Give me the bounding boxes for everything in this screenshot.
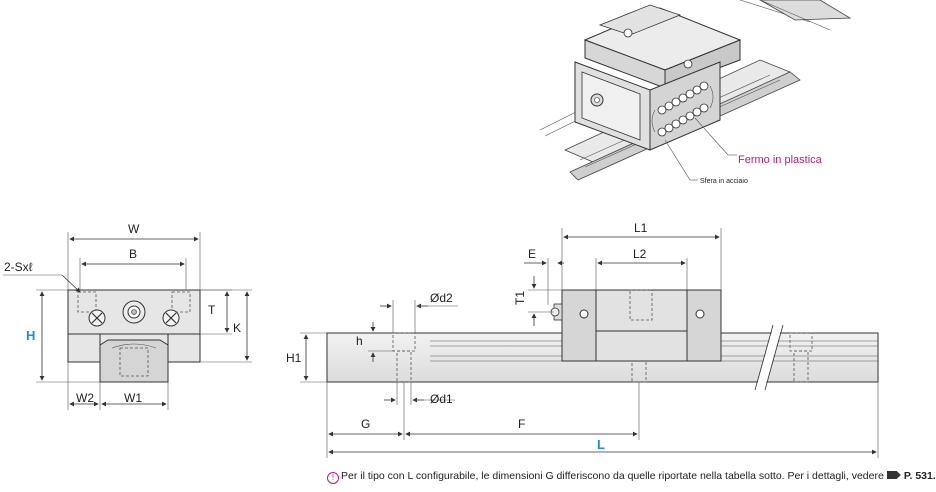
dim-L1-label: L1 (634, 221, 648, 235)
callout-leader-ball (664, 139, 691, 181)
thread-spec-label: 2-Sxℓ (4, 260, 33, 274)
end-view: W B 2-Sxℓ H T K W2 W1 (3, 222, 252, 410)
dim-H1-label: H1 (286, 351, 302, 365)
rail-break-1 (754, 324, 774, 391)
dim-d2-label: Ød2 (430, 291, 453, 305)
callout-steel-ball: Sfera in acciaio (700, 178, 748, 185)
footnote-text: Per il tipo con L configurabile, le dime… (341, 470, 884, 482)
rail-break-2 (764, 324, 784, 391)
iso-ball-rows (651, 81, 714, 137)
dim-L-label: L (597, 437, 605, 452)
end-grease-nipple (122, 300, 146, 324)
end-screw-left (88, 309, 106, 327)
dim-G-label: G (361, 417, 370, 431)
footnote-page-link[interactable]: P. 531. (903, 470, 936, 482)
dim-W-label: W (128, 222, 140, 236)
dim-T-label: T (208, 303, 216, 317)
dim-W2-label: W2 (76, 391, 94, 405)
callout-plastic-retainer: Fermo in plastica (738, 154, 823, 166)
page-reference-icon (886, 471, 901, 479)
dim-B-label: B (129, 247, 137, 261)
dim-h-label: h (356, 334, 363, 348)
dim-W1-label: W1 (124, 391, 142, 405)
callout-leader-plastic (694, 117, 729, 156)
dim-K-label: K (233, 321, 241, 335)
dim-L2-label: L2 (633, 247, 647, 261)
footnote: !Per il tipo con L configurabile, le dim… (327, 470, 936, 484)
dim-d1-label: Ød1 (430, 392, 453, 406)
isometric-view: Fermo in plastica Sfera in acciaio (539, 0, 852, 185)
dim-F-label: F (518, 417, 525, 431)
side-view: L1 L2 E T1 Ød2 h H1 (286, 221, 879, 458)
end-screw-right (162, 309, 180, 327)
iso-block (574, 4, 742, 151)
info-icon: ! (327, 472, 339, 484)
dim-E-label: E (528, 247, 536, 261)
dim-T1-label: T1 (513, 291, 527, 305)
dim-H-label: H (26, 328, 35, 343)
